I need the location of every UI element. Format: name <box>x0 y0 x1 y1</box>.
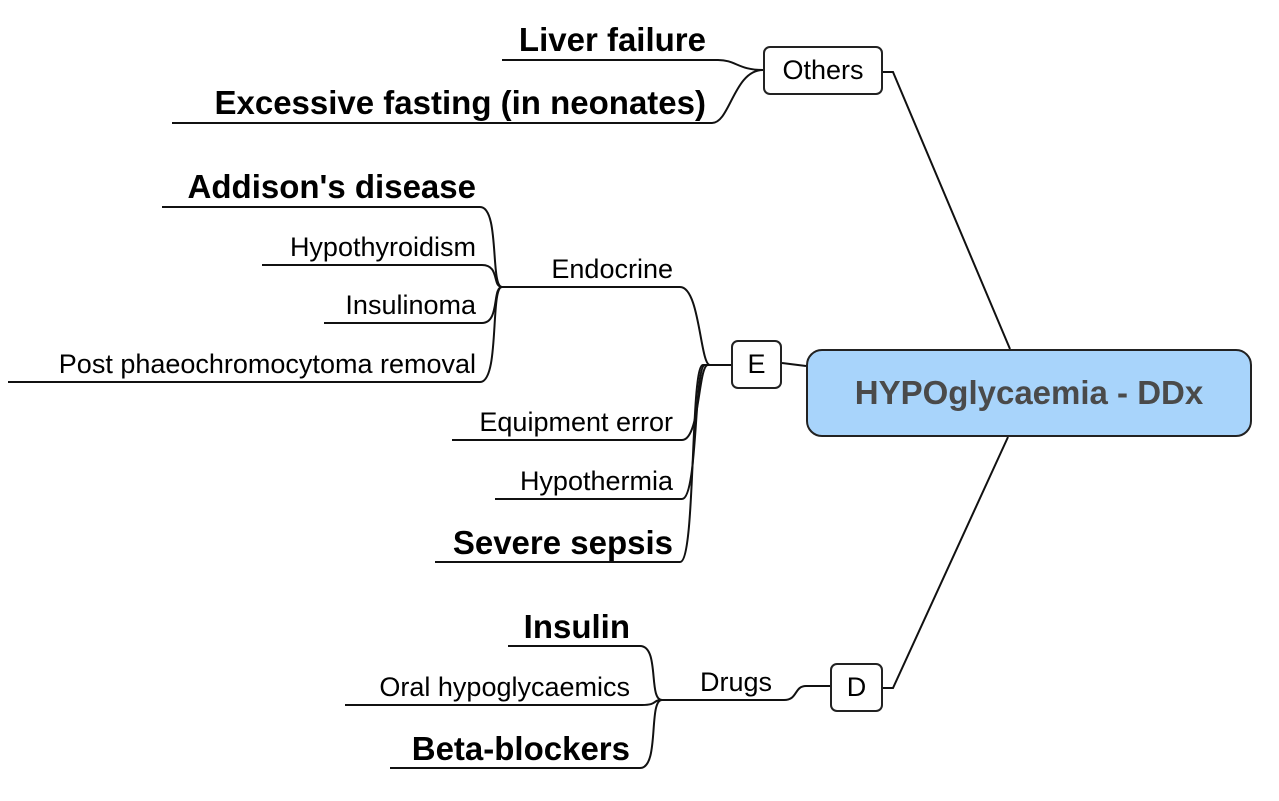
subtopic-endocrine[interactable]: Endocrine <box>551 254 673 284</box>
link-central-e <box>781 362 807 367</box>
subtopic-liver-failure[interactable]: Liver failure <box>518 21 706 58</box>
link-e-hypothermia <box>495 364 731 500</box>
subtopic-severe-sepsis[interactable]: Severe sepsis <box>452 524 673 561</box>
link-drugs-insulin <box>508 645 663 701</box>
topic-d[interactable]: D <box>830 663 883 712</box>
subtopic-beta-blockers[interactable]: Beta-blockers <box>411 730 630 767</box>
link-central-others <box>883 71 1011 350</box>
link-central-d <box>883 436 1009 689</box>
subtopic-excessive-fasting[interactable]: Excessive fasting (in neonates) <box>214 84 706 121</box>
link-others-liver <box>502 59 764 71</box>
subtopic-equipment-error[interactable]: Equipment error <box>479 407 673 437</box>
link-others-fasting <box>172 69 764 124</box>
link-drugs-beta <box>390 699 663 769</box>
subtopic-addisons-disease[interactable]: Addison's disease <box>187 168 476 205</box>
link-endocrine-addison <box>162 206 503 288</box>
link-e-endocrine <box>500 286 731 366</box>
subtopic-drugs[interactable]: Drugs <box>699 667 772 697</box>
link-e-sepsis <box>435 364 731 563</box>
subtopic-hypothermia[interactable]: Hypothermia <box>519 466 673 496</box>
central-topic[interactable]: HYPOglycaemia - DDx <box>806 349 1252 437</box>
subtopic-insulin[interactable]: Insulin <box>523 608 630 645</box>
link-endocrine-phaeo <box>8 286 503 383</box>
subtopic-post-phaeochromocytoma-removal[interactable]: Post phaeochromocytoma removal <box>58 349 476 379</box>
topic-e[interactable]: E <box>731 340 782 389</box>
subtopic-hypothyroidism[interactable]: Hypothyroidism <box>289 232 476 262</box>
link-d-drugs <box>662 685 831 701</box>
subtopic-oral-hypoglycaemics[interactable]: Oral hypoglycaemics <box>379 672 630 702</box>
topic-others[interactable]: Others <box>763 46 883 95</box>
link-endocrine-hypothyroid <box>262 264 503 288</box>
subtopic-insulinoma[interactable]: Insulinoma <box>345 290 476 320</box>
